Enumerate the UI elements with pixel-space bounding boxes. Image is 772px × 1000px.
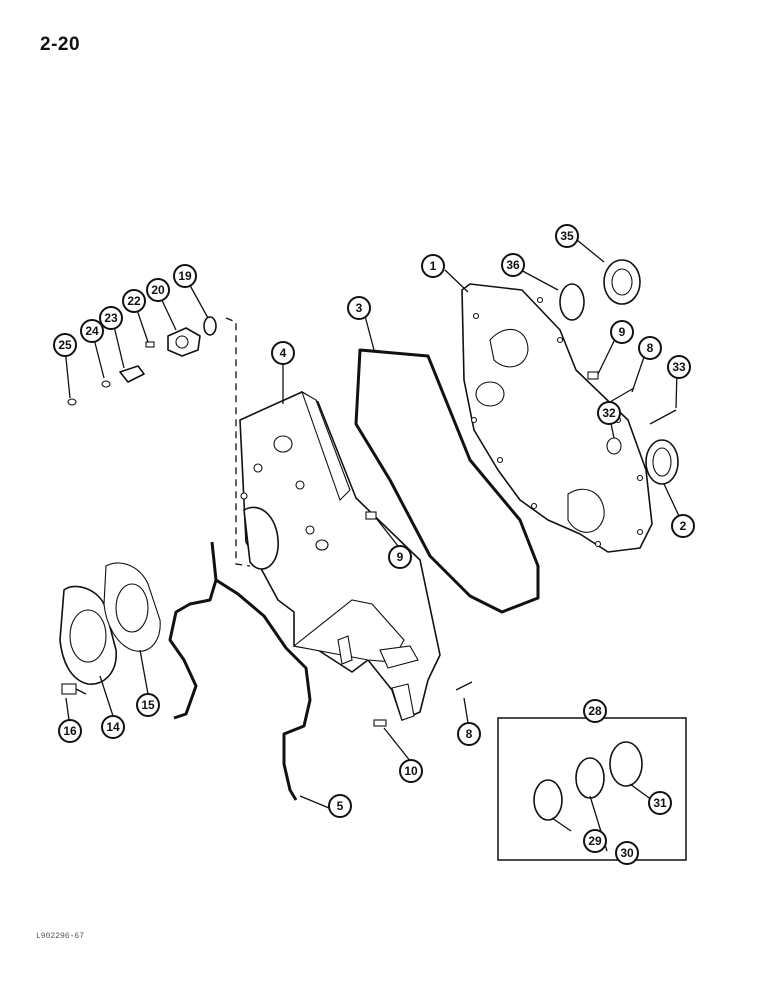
callout-22: 22: [122, 289, 146, 313]
callout-23: 23: [99, 306, 123, 330]
part-bolt-16: [61, 683, 87, 695]
svg-text:8: 8: [647, 341, 654, 355]
svg-text:22: 22: [127, 294, 141, 308]
part-screw-22: [145, 341, 155, 348]
callout-5: 5: [328, 794, 352, 818]
part-front-cover: [461, 283, 653, 553]
callout-2: 2: [671, 514, 695, 538]
part-nut-25: [67, 398, 77, 406]
svg-text:5: 5: [337, 799, 344, 813]
callout-10: 10: [399, 759, 423, 783]
svg-text:33: 33: [672, 360, 686, 374]
part-kit-ring-29: [533, 779, 563, 821]
part-dowel-10: [373, 719, 387, 727]
part-washer-24: [101, 380, 111, 388]
callout-28: 28: [583, 699, 607, 723]
part-bolt-9-mid: [365, 511, 377, 520]
svg-text:25: 25: [58, 338, 72, 352]
svg-text:8: 8: [466, 727, 473, 741]
svg-text:31: 31: [653, 796, 667, 810]
svg-text:24: 24: [85, 324, 99, 338]
callout-19: 19: [173, 264, 197, 288]
callout-3: 3: [347, 296, 371, 320]
callout-9-mid: 9: [388, 545, 412, 569]
svg-text:36: 36: [506, 258, 520, 272]
part-ring-19: [203, 316, 217, 336]
callout-25: 25: [53, 333, 77, 357]
svg-text:9: 9: [619, 325, 626, 339]
callout-24: 24: [80, 319, 104, 343]
callout-4: 4: [271, 341, 295, 365]
callout-8-top: 8: [638, 336, 662, 360]
part-kit-sleeve-30: [575, 757, 605, 799]
part-housing-20: [167, 327, 201, 357]
svg-text:10: 10: [404, 764, 418, 778]
callout-1: 1: [421, 254, 445, 278]
svg-text:35: 35: [560, 229, 574, 243]
svg-text:16: 16: [63, 724, 77, 738]
callout-31: 31: [648, 791, 672, 815]
part-washer-32: [606, 437, 622, 455]
callout-8-bottom: 8: [457, 722, 481, 746]
svg-text:19: 19: [178, 269, 192, 283]
svg-text:1: 1: [430, 259, 437, 273]
callout-30: 30: [615, 841, 639, 865]
page-number: 2-20: [40, 34, 81, 55]
alignment-dashed-line: [225, 317, 251, 567]
callout-35: 35: [555, 224, 579, 248]
callout-14: 14: [101, 715, 125, 739]
part-bolt-9-top: [587, 371, 599, 380]
part-plate-gasket: [103, 562, 161, 652]
svg-text:29: 29: [588, 834, 602, 848]
callout-20: 20: [146, 278, 170, 302]
svg-text:28: 28: [588, 704, 602, 718]
part-bolt-8-top: [609, 387, 635, 403]
svg-text:3: 3: [356, 301, 363, 315]
part-kit-seal-31: [609, 741, 643, 787]
part-bolt-8-bottom: [455, 681, 473, 691]
callout-33: 33: [667, 355, 691, 379]
part-bolt-33: [649, 409, 677, 425]
part-seal-35: [603, 259, 641, 305]
svg-text:20: 20: [151, 283, 165, 297]
callout-9-top: 9: [610, 320, 634, 344]
svg-text:30: 30: [620, 846, 634, 860]
part-seal-2: [645, 439, 679, 485]
svg-text:4: 4: [280, 346, 287, 360]
svg-text:9: 9: [397, 550, 404, 564]
svg-text:15: 15: [141, 698, 155, 712]
part-fitting-23: [119, 365, 145, 383]
callout-36: 36: [501, 253, 525, 277]
callout-32: 32: [597, 401, 621, 425]
callout-15: 15: [136, 693, 160, 717]
part-gasket: [354, 348, 540, 614]
part-gear-housing: [239, 390, 441, 721]
callout-16: 16: [58, 719, 82, 743]
callout-29: 29: [583, 829, 607, 853]
svg-text:32: 32: [602, 406, 616, 420]
part-ring-36: [559, 283, 585, 321]
svg-text:2: 2: [680, 519, 687, 533]
svg-text:14: 14: [106, 720, 120, 734]
part-cover-plate: [59, 585, 117, 685]
svg-text:23: 23: [104, 311, 118, 325]
part-lower-gasket: [168, 541, 312, 801]
figure-code: L902296-67: [36, 932, 85, 941]
